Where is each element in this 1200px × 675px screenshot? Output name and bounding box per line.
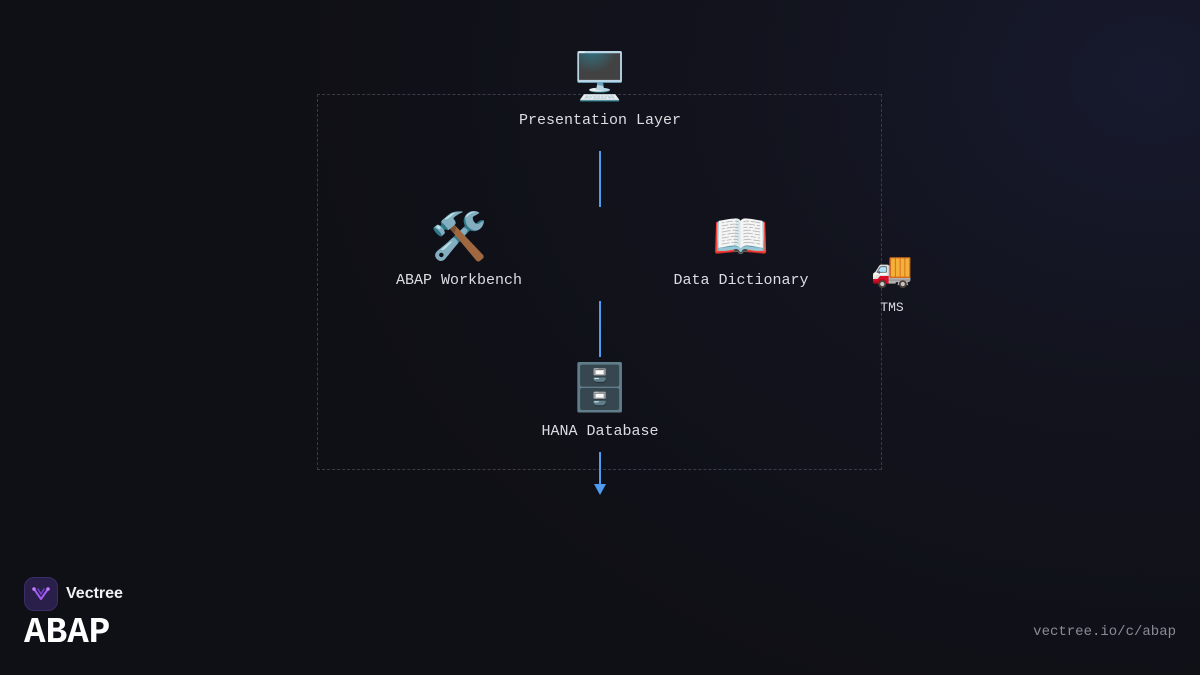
node-label: TMS <box>880 300 904 315</box>
node-label: ABAP Workbench <box>395 272 523 289</box>
node-presentation-layer: 🖥️ Presentation Layer <box>519 48 681 129</box>
tools-icon: 🛠️ <box>430 209 488 263</box>
delivery-truck-icon: 🚚 <box>870 250 914 290</box>
connector-presentation-to-middle <box>599 151 601 207</box>
brand-name: Vectree <box>66 585 123 602</box>
node-tms: 🚚 TMS <box>871 250 913 315</box>
open-book-icon: 📖 <box>712 209 770 263</box>
brand-block: Vectree ABAP <box>24 577 123 653</box>
monitor-icon: 🖥️ <box>571 49 629 103</box>
node-abap-workbench: 🛠️ ABAP Workbench <box>396 208 522 289</box>
node-hana-database: 🗄️ HANA Database <box>541 359 658 440</box>
node-label: Data Dictionary <box>673 272 809 289</box>
node-data-dictionary: 📖 Data Dictionary <box>673 208 808 289</box>
file-cabinet-icon: 🗄️ <box>571 360 629 414</box>
arrow-down-icon <box>594 484 606 495</box>
vectree-logo-icon <box>24 577 58 611</box>
footer-url: vectree.io/c/abap <box>1033 624 1176 640</box>
page-title: ABAP <box>24 612 111 653</box>
connector-middle-to-database <box>599 301 601 357</box>
node-label: HANA Database <box>541 423 659 440</box>
connector-database-out <box>599 452 601 486</box>
node-label: Presentation Layer <box>518 112 682 129</box>
